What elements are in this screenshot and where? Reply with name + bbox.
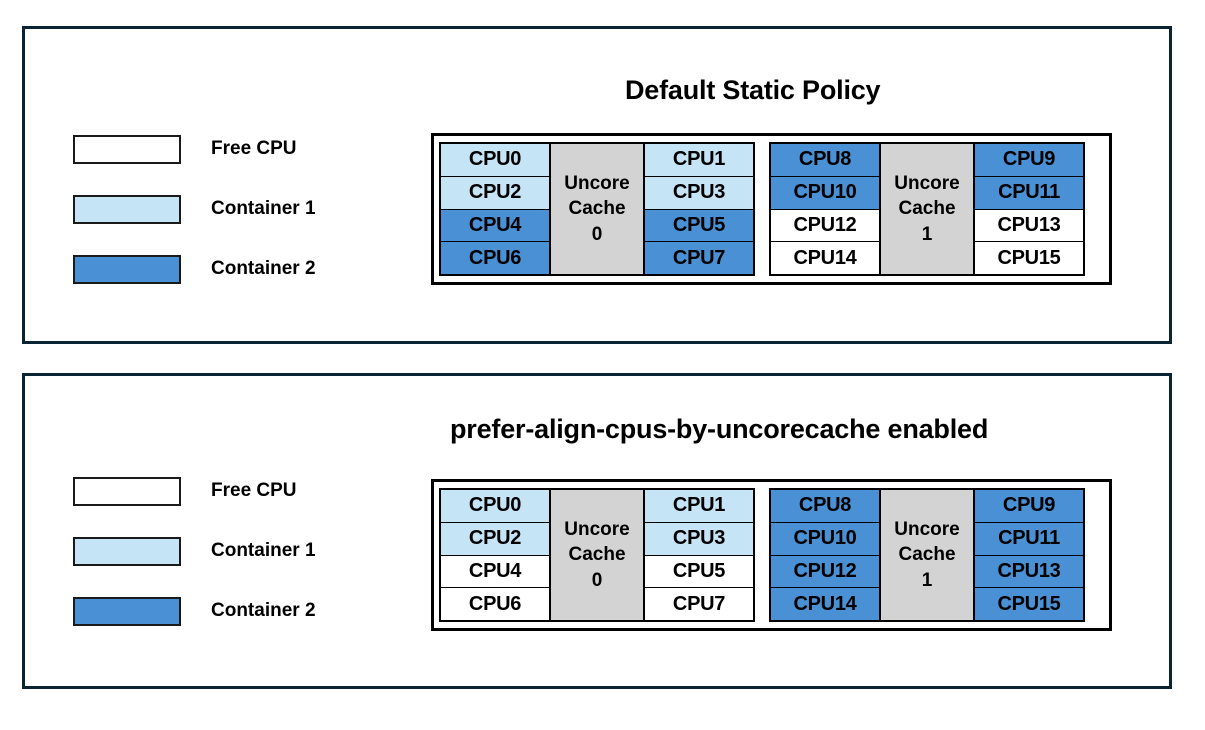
cpu-topology-diagram: CPU0 CPU2 CPU4 CPU6 Uncore Cache 0 CPU1 … [431,133,1112,285]
cpu-cell: CPU5 [645,555,753,589]
legend: Free CPU Container 1 Container 2 [73,119,316,299]
cpu-cell: CPU0 [441,490,549,523]
cpu-cell: CPU13 [975,555,1083,589]
legend-item-container-1: Container 1 [73,521,316,581]
cpu-cell: CPU15 [975,588,1083,620]
cpu-cell: CPU9 [975,144,1083,177]
cpu-cell: CPU6 [441,588,549,620]
cpu-column-right-0: CPU1 CPU3 CPU5 CPU7 [645,144,753,274]
uncore-cache-label-line2: Cache [568,198,626,220]
cpu-cell: CPU4 [441,209,549,243]
legend-swatch-container-1 [73,536,181,566]
cpu-cell: CPU12 [771,555,879,589]
legend: Free CPU Container 1 Container 2 [73,461,316,641]
cpu-cell: CPU9 [975,490,1083,523]
cpu-cell: CPU15 [975,242,1083,274]
uncore-cache-label-line2: Cache [898,198,956,220]
legend-item-container-2: Container 2 [73,581,316,641]
cpu-cell: CPU1 [645,144,753,177]
legend-item-free-cpu: Free CPU [73,119,316,179]
uncore-cache-label-index: 1 [921,223,933,245]
legend-label-container-1: Container 1 [211,540,316,561]
cpu-cell: CPU2 [441,522,549,556]
cpu-cell: CPU14 [771,242,879,274]
cpu-cell: CPU8 [771,490,879,523]
cpu-column-right-1: CPU9 CPU11 CPU13 CPU15 [975,490,1083,620]
uncore-cache-block-0: Uncore Cache 0 [549,144,645,274]
cpu-column-right-1: CPU9 CPU11 CPU13 CPU15 [975,144,1083,274]
uncore-cache-label-index: 0 [591,223,603,245]
uncore-cache-label-line1: Uncore [564,519,630,541]
cache-group-1: CPU8 CPU10 CPU12 CPU14 Uncore Cache 1 CP… [769,488,1085,622]
uncore-cache-label-line1: Uncore [564,173,630,195]
uncore-cache-block-1: Uncore Cache 1 [879,144,975,274]
cpu-cell: CPU0 [441,144,549,177]
cpu-cell: CPU8 [771,144,879,177]
cache-group-1: CPU8 CPU10 CPU12 CPU14 Uncore Cache 1 CP… [769,142,1085,276]
uncore-cache-label-line1: Uncore [894,173,960,195]
cpu-cell: CPU10 [771,522,879,556]
cpu-column-left-0: CPU0 CPU2 CPU4 CPU6 [441,490,549,620]
cpu-cell: CPU11 [975,522,1083,556]
legend-label-free-cpu: Free CPU [211,138,297,159]
cpu-cell: CPU3 [645,176,753,210]
cpu-cell: CPU7 [645,588,753,620]
legend-swatch-free-cpu [73,134,181,164]
panel-prefer-align-cpus-by-uncorecache: prefer-align-cpus-by-uncorecache enabled… [22,373,1172,689]
page-title: Default Static Policy [625,75,881,105]
cache-group-0: CPU0 CPU2 CPU4 CPU6 Uncore Cache 0 CPU1 … [439,142,755,276]
cpu-cell: CPU4 [441,555,549,589]
legend-item-free-cpu: Free CPU [73,461,316,521]
uncore-cache-block-1: Uncore Cache 1 [879,490,975,620]
cpu-cell: CPU1 [645,490,753,523]
cpu-column-left-1: CPU8 CPU10 CPU12 CPU14 [771,490,879,620]
cpu-topology-diagram: CPU0 CPU2 CPU4 CPU6 Uncore Cache 0 CPU1 … [431,479,1112,631]
legend-swatch-container-1 [73,194,181,224]
uncore-cache-label-line2: Cache [568,544,626,566]
legend-swatch-container-2 [73,596,181,626]
cpu-cell: CPU6 [441,242,549,274]
cpu-cell: CPU3 [645,522,753,556]
cpu-cell: CPU14 [771,588,879,620]
page-title: prefer-align-cpus-by-uncorecache enabled [450,414,989,444]
cpu-column-left-1: CPU8 CPU10 CPU12 CPU14 [771,144,879,274]
legend-label-container-2: Container 2 [211,258,316,279]
uncore-cache-label-line1: Uncore [894,519,960,541]
uncore-cache-block-0: Uncore Cache 0 [549,490,645,620]
panel-default-static-policy: Default Static Policy Free CPU Container… [22,26,1172,344]
uncore-cache-label-index: 1 [921,569,933,591]
legend-label-container-2: Container 2 [211,600,316,621]
legend-item-container-2: Container 2 [73,239,316,299]
legend-swatch-free-cpu [73,476,181,506]
cpu-cell: CPU7 [645,242,753,274]
uncore-cache-label-line2: Cache [898,544,956,566]
cpu-cell: CPU12 [771,209,879,243]
cache-group-0: CPU0 CPU2 CPU4 CPU6 Uncore Cache 0 CPU1 … [439,488,755,622]
cpu-column-right-0: CPU1 CPU3 CPU5 CPU7 [645,490,753,620]
cpu-cell: CPU10 [771,176,879,210]
legend-label-free-cpu: Free CPU [211,480,297,501]
legend-swatch-container-2 [73,254,181,284]
cpu-column-left-0: CPU0 CPU2 CPU4 CPU6 [441,144,549,274]
cpu-cell: CPU5 [645,209,753,243]
legend-item-container-1: Container 1 [73,179,316,239]
uncore-cache-label-index: 0 [591,569,603,591]
legend-label-container-1: Container 1 [211,198,316,219]
cpu-cell: CPU11 [975,176,1083,210]
cpu-cell: CPU2 [441,176,549,210]
cpu-cell: CPU13 [975,209,1083,243]
